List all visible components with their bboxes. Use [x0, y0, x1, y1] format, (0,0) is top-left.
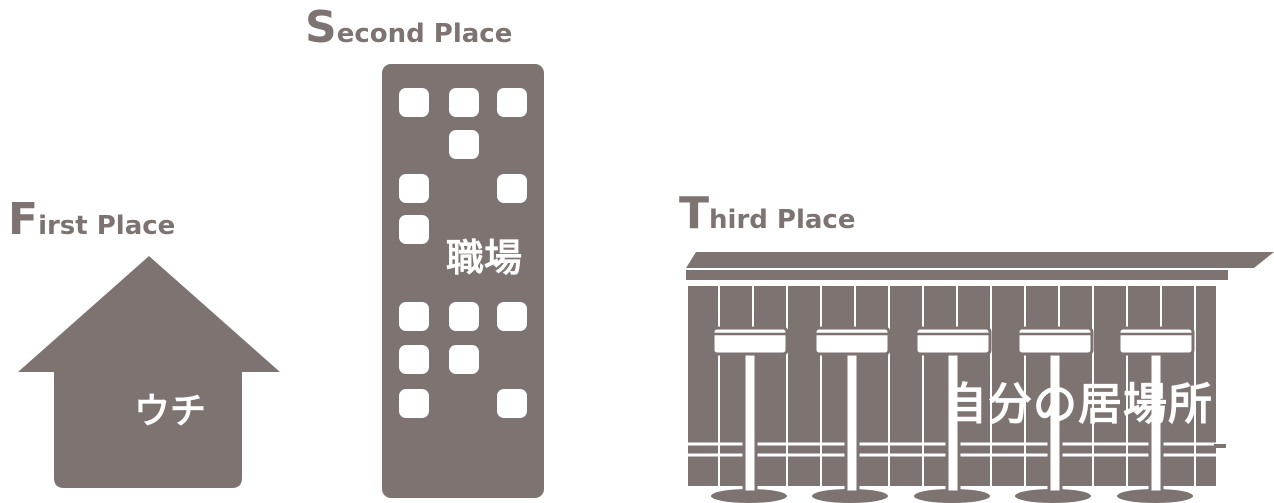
title-rest: econd Place	[337, 19, 513, 49]
building-window	[399, 215, 429, 244]
house-label: ウチ	[134, 394, 206, 430]
building-window	[497, 88, 527, 117]
building-window	[497, 174, 527, 203]
title-initial: F	[8, 194, 38, 245]
building-window	[449, 345, 479, 374]
third-place-title: Third Place	[679, 192, 855, 236]
building-window	[449, 88, 479, 117]
building-window	[399, 174, 429, 203]
building-window	[497, 389, 527, 418]
title-initial: T	[679, 188, 709, 239]
title-rest: hird Place	[709, 205, 855, 235]
first-place-title: First Place	[8, 198, 175, 242]
building-label: 職場	[446, 239, 522, 277]
title-initial: S	[305, 2, 337, 53]
building-window	[449, 302, 479, 331]
building-window	[399, 389, 429, 418]
building-window	[399, 88, 429, 117]
building-window	[399, 302, 429, 331]
bar-counter-icon	[686, 248, 1274, 503]
second-place-title: Second Place	[305, 6, 512, 50]
bar-label: 自分の居場所	[943, 383, 1213, 427]
building-window	[497, 302, 527, 331]
title-rest: irst Place	[38, 211, 175, 241]
office-building-icon	[382, 64, 544, 498]
building-window	[399, 345, 429, 374]
building-window	[449, 130, 479, 159]
house-icon	[18, 254, 280, 490]
